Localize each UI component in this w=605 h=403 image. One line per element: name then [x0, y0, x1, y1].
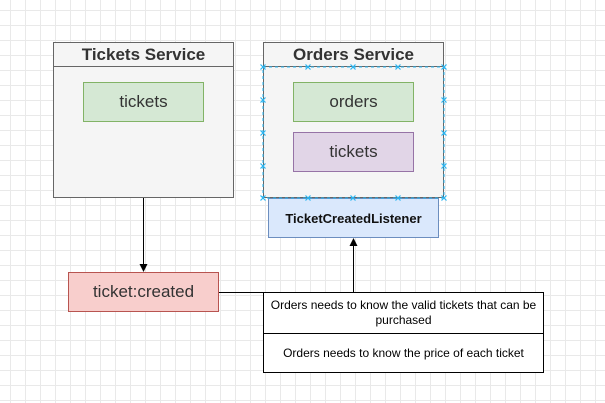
- selection-handle[interactable]: [441, 195, 447, 201]
- tickets-service-title: Tickets Service: [54, 43, 233, 67]
- ticket-created-listener-label: TicketCreatedListener: [285, 210, 422, 226]
- selection-handle[interactable]: [441, 97, 447, 103]
- requirements-notes-table[interactable]: Orders needs to know the valid tickets t…: [263, 292, 544, 373]
- selection-handle[interactable]: [441, 130, 447, 136]
- tickets-collection-label: tickets: [119, 92, 168, 111]
- note-valid-tickets: Orders needs to know the valid tickets t…: [270, 298, 537, 327]
- selection-outline: [262, 66, 445, 199]
- selection-handle[interactable]: [395, 195, 401, 201]
- selection-handle[interactable]: [441, 163, 447, 169]
- ticket-created-event-box[interactable]: ticket:created: [68, 272, 219, 312]
- orders-collection-label: orders: [329, 92, 378, 111]
- selection-handle[interactable]: [260, 97, 266, 103]
- orders-service-tickets-collection[interactable]: tickets: [293, 132, 414, 172]
- selection-handles[interactable]: [260, 64, 447, 201]
- selection-handle[interactable]: [350, 64, 356, 70]
- selection-handle[interactable]: [350, 195, 356, 201]
- selection-handle[interactable]: [441, 64, 447, 70]
- selection-handle[interactable]: [305, 64, 311, 70]
- tickets-service-tickets-collection[interactable]: tickets: [83, 82, 204, 122]
- selection-handle[interactable]: [260, 195, 266, 201]
- arrow-event-to-listener[interactable]: [219, 238, 358, 293]
- ticket-created-event-label: ticket:created: [92, 282, 195, 301]
- orders-tickets-collection-label: tickets: [329, 142, 378, 161]
- selection-handle[interactable]: [260, 163, 266, 169]
- note-divider: [264, 333, 543, 334]
- note-ticket-price: Orders needs to know the price of each t…: [283, 346, 524, 360]
- selection-handle[interactable]: [395, 64, 401, 70]
- orders-service-orders-collection[interactable]: orders: [293, 82, 414, 122]
- ticket-created-listener-box[interactable]: TicketCreatedListener: [268, 198, 439, 238]
- selection-handle[interactable]: [305, 195, 311, 201]
- selection-handle[interactable]: [260, 64, 266, 70]
- selection-handle[interactable]: [260, 130, 266, 136]
